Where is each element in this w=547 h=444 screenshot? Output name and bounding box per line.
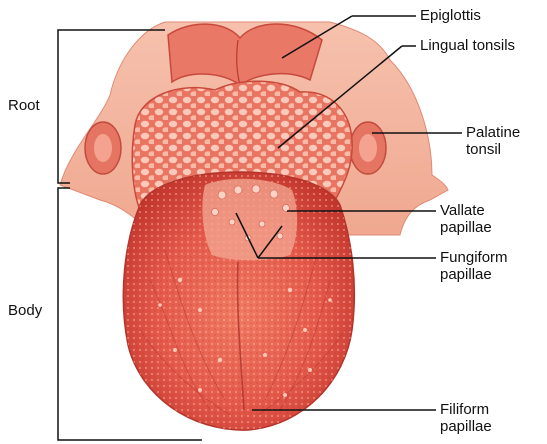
label-body: Body [8,302,42,319]
label-palatine-tonsil: Palatine tonsil [466,124,520,158]
tongue-illustration [60,22,448,430]
label-root: Root [8,97,40,114]
vallate-papillae-region [202,179,297,260]
label-fungiform-papillae: Fungiform papillae [440,249,508,283]
label-lingual-tonsils: Lingual tonsils [420,37,515,54]
right-palatine-tonsil-inner [359,134,377,162]
label-filiform-papillae: Filiform papillae [440,401,492,435]
label-vallate-papillae: Vallate papillae [440,202,492,236]
left-palatine-tonsil-inner [94,134,112,162]
label-epiglottis: Epiglottis [420,7,481,24]
